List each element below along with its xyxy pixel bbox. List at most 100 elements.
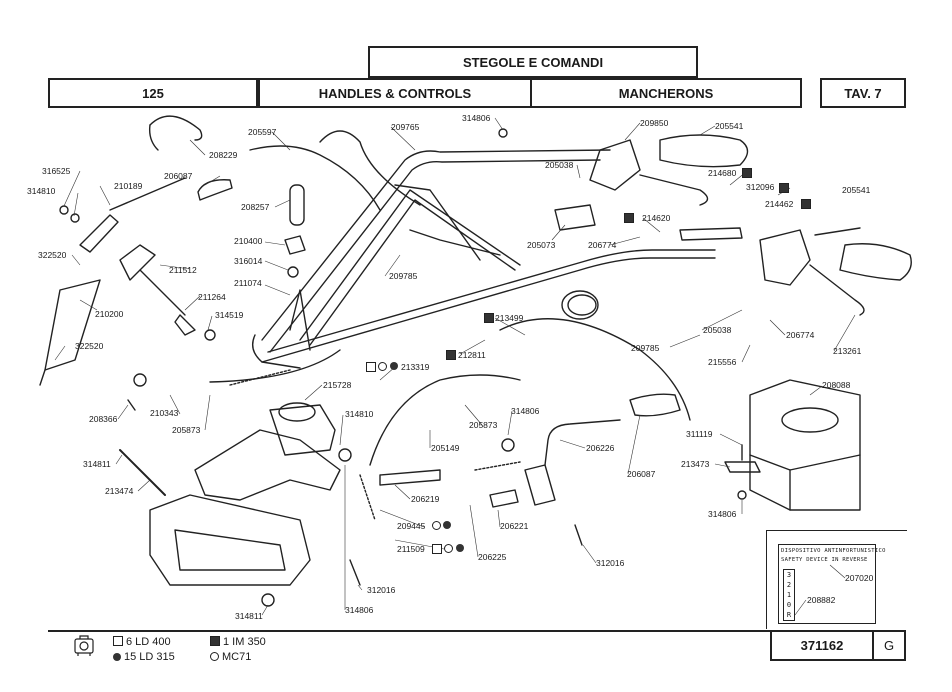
footer-legend-box — [48, 630, 906, 663]
part-label: 210400 — [234, 236, 263, 246]
part-label: 311119 — [686, 429, 713, 439]
part-label: 314811 — [83, 459, 111, 469]
part-label: 211512 — [169, 265, 197, 275]
part-label: 205873 — [172, 425, 201, 435]
part-label: 206226 — [586, 443, 615, 453]
part-label: 210343 — [150, 408, 179, 418]
black-square-icon — [484, 313, 494, 323]
part-label: 215728 — [323, 380, 352, 390]
engine-icon — [72, 634, 96, 663]
part-label: 210189 — [114, 181, 143, 191]
white-square-icon — [113, 636, 123, 646]
part-label: 210200 — [95, 309, 124, 319]
part-label: 208257 — [241, 202, 270, 212]
part-label: 205038 — [703, 325, 732, 335]
legend-1im350: 1 IM 350 — [210, 636, 266, 648]
legend-mc71: MC71 — [210, 651, 251, 663]
part-label: 316525 — [42, 166, 71, 176]
part-label: 209445 — [397, 521, 426, 531]
part-label: 314806 — [708, 509, 737, 519]
black-square-icon — [446, 350, 456, 360]
safety-plate-frame — [766, 530, 907, 629]
safety-line-2: SAFETY DEVICE IN REVERSE — [781, 557, 868, 563]
part-label: 214462 — [765, 199, 794, 209]
part-label: 314806 — [511, 406, 540, 416]
part-label: 206219 — [411, 494, 440, 504]
black-square-icon — [624, 213, 634, 223]
part-label: 211509 — [397, 544, 425, 554]
legend-15ld315: 15 LD 315 — [113, 651, 175, 663]
black-square-icon — [210, 636, 220, 646]
part-label: 211074 — [234, 278, 262, 288]
part-label: 322520 — [75, 341, 104, 351]
part-label: 205541 — [842, 185, 871, 195]
black-square-icon — [779, 183, 789, 193]
part-label: 209785 — [389, 271, 418, 281]
part-label: 314806 — [462, 113, 491, 123]
part-label: 209850 — [640, 118, 669, 128]
part-label: 206087 — [627, 469, 656, 479]
part-label: 314810 — [27, 186, 56, 196]
part-label: 205541 — [715, 121, 744, 131]
white-square-icon — [366, 362, 376, 372]
part-label: 312016 — [367, 585, 396, 595]
black-square-icon — [801, 199, 811, 209]
part-label: 214680 — [708, 168, 752, 178]
model-number: 125 — [48, 78, 258, 108]
gear-marks: 3 2 1 0 R — [783, 569, 795, 621]
white-circle-icon — [378, 362, 387, 371]
part-label: 208229 — [209, 150, 238, 160]
part-label: 215556 — [708, 357, 737, 367]
part-label: 213261 — [833, 346, 862, 356]
part-label: 208366 — [89, 414, 118, 424]
title-french: MANCHERONS — [530, 78, 802, 108]
black-circle-icon — [113, 653, 121, 661]
table-number: TAV. 7 — [820, 78, 906, 108]
white-circle-icon — [444, 544, 453, 553]
doc-number: 371162 — [770, 630, 874, 661]
title-english: HANDLES & CONTROLS — [258, 78, 532, 108]
part-label: 205149 — [431, 443, 460, 453]
part-label: 322520 — [38, 250, 67, 260]
part-label: 206774 — [786, 330, 815, 340]
part-label: 205873 — [469, 420, 498, 430]
part-label: 206774 — [588, 240, 617, 250]
part-label: 207020 — [845, 573, 874, 583]
part-label: 314519 — [215, 310, 244, 320]
part-label: 213499 — [495, 313, 524, 323]
part-label: 314806 — [345, 605, 374, 615]
part-label: 206225 — [478, 552, 507, 562]
part-label: 209765 — [391, 122, 420, 132]
revision-letter: G — [872, 630, 906, 661]
part-label: 312096 — [746, 182, 775, 192]
part-label: 211264 — [198, 292, 226, 302]
part-label: 213473 — [681, 459, 710, 469]
part-label: 213474 — [105, 486, 134, 496]
white-circle-icon — [210, 652, 219, 661]
legend-6ld400: 6 LD 400 — [113, 636, 171, 648]
part-label: 214620 — [642, 213, 671, 223]
part-label: 209785 — [631, 343, 660, 353]
black-square-icon — [742, 168, 752, 178]
white-circle-icon — [432, 521, 441, 530]
part-label: 314810 — [345, 409, 374, 419]
white-square-icon — [432, 544, 442, 554]
black-circle-icon — [456, 544, 464, 552]
part-label: 205038 — [545, 160, 574, 170]
part-label: 206087 — [164, 171, 193, 181]
part-label: 212811 — [458, 350, 486, 360]
title-italian: STEGOLE E COMANDI — [368, 46, 698, 78]
part-label: 206221 — [500, 521, 529, 531]
part-label: 316014 — [234, 256, 263, 266]
black-circle-icon — [443, 521, 451, 529]
part-label: 208882 — [807, 595, 836, 605]
safety-line-1: DISPOSITIVO ANTINFORTUNISTICO — [781, 548, 886, 554]
safety-plate: DISPOSITIVO ANTINFORTUNISTICO SAFETY DEV… — [778, 544, 885, 624]
part-label: 213319 — [401, 362, 430, 372]
black-circle-icon — [390, 362, 398, 370]
part-label: 205597 — [248, 127, 277, 137]
part-label: 208088 — [822, 380, 851, 390]
part-label: 205073 — [527, 240, 556, 250]
part-label: 312016 — [596, 558, 625, 568]
